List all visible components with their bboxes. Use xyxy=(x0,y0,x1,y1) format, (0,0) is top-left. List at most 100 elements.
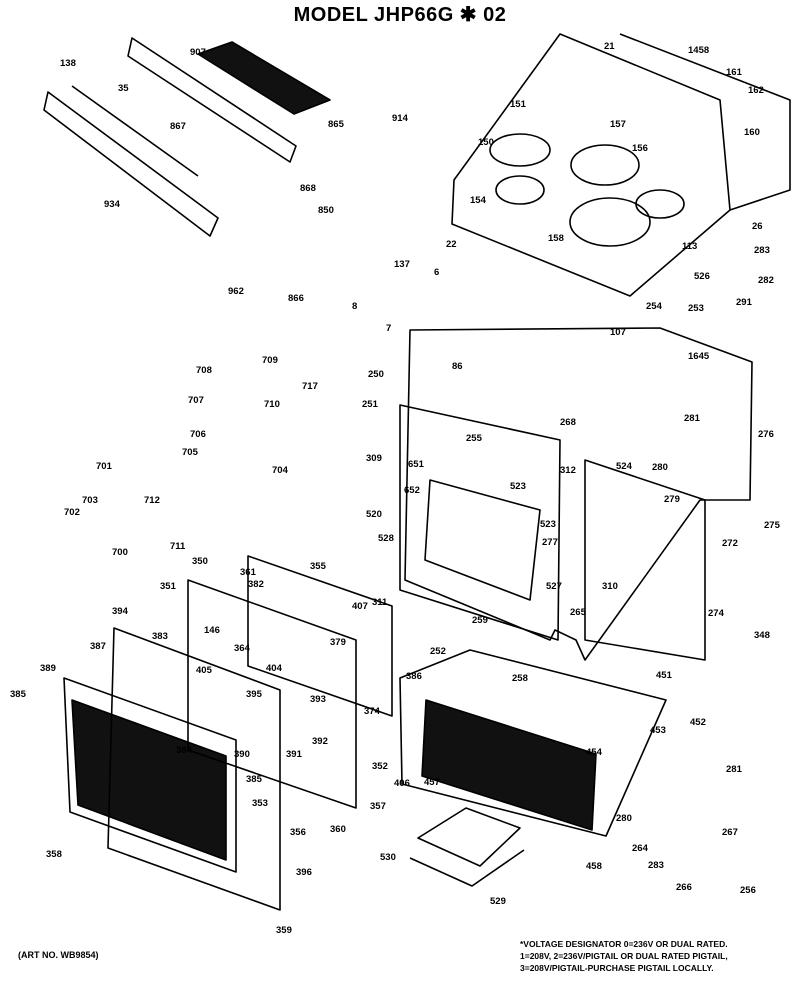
voltage-note: *VOLTAGE DESIGNATOR 0=236V OR DUAL RATED… xyxy=(520,938,796,974)
part-number-label: 283 xyxy=(754,245,770,256)
part-number-label: 280 xyxy=(616,813,632,824)
part-number-label: 35 xyxy=(118,83,129,94)
part-number-label: 26 xyxy=(752,221,763,232)
part-number-label: 382 xyxy=(248,579,264,590)
part-number-label: 359 xyxy=(276,925,292,936)
part-number-label: 712 xyxy=(144,495,160,506)
part-number-label: 309 xyxy=(366,453,382,464)
part-number-label: 355 xyxy=(310,561,327,572)
broiler-pan-drawing xyxy=(409,807,525,887)
part-number-label: 157 xyxy=(610,119,626,130)
part-number-label: 389 xyxy=(40,663,56,674)
part-number-label: 276 xyxy=(758,429,774,440)
part-number-label: 162 xyxy=(748,85,764,96)
part-number-label: 272 xyxy=(722,538,738,549)
part-number-label: 255 xyxy=(466,433,483,444)
part-number-label: 385 xyxy=(246,774,263,785)
part-number-label: 22 xyxy=(446,239,457,250)
part-number-label: 709 xyxy=(262,355,278,366)
cooktop-drawing xyxy=(451,33,791,297)
part-number-label: 353 xyxy=(252,798,268,809)
part-number-label: 406 xyxy=(394,778,410,789)
part-number-label: 703 xyxy=(82,495,98,506)
part-number-label: 356 xyxy=(290,827,306,838)
part-number-label: 264 xyxy=(632,843,649,854)
oven-door-drawing xyxy=(63,555,393,911)
part-number-label: 526 xyxy=(694,271,710,282)
part-number-label: 383 xyxy=(152,631,168,642)
part-number-label: 146 xyxy=(204,625,220,636)
part-number-label: 279 xyxy=(664,494,680,505)
part-number-label: 707 xyxy=(188,395,204,406)
part-number-label: 8 xyxy=(352,301,357,312)
part-number-label: 265 xyxy=(570,607,587,618)
part-number-label: 311 xyxy=(372,597,388,608)
part-number-label: 868 xyxy=(300,183,316,194)
part-number-label: 107 xyxy=(610,327,626,338)
part-number-label: 453 xyxy=(650,725,666,736)
part-number-label: 282 xyxy=(758,275,774,286)
part-number-label: 1458 xyxy=(688,45,709,56)
part-number-label: 256 xyxy=(740,885,756,896)
part-number-label: 361 xyxy=(240,567,257,578)
part-number-label: 528 xyxy=(378,533,394,544)
part-number-label: 934 xyxy=(104,199,121,210)
part-number-label: 523 xyxy=(540,519,556,530)
part-number-label: 310 xyxy=(602,581,618,592)
part-number-label: 385 xyxy=(10,689,27,700)
part-number-label: 312 xyxy=(560,465,576,476)
part-number-label: 706 xyxy=(190,429,206,440)
part-number-label: 454 xyxy=(586,747,603,758)
part-number-label: 458 xyxy=(586,861,602,872)
part-number-label: 527 xyxy=(546,581,562,592)
part-number-label: 281 xyxy=(684,413,701,424)
part-number-label: 717 xyxy=(302,381,318,392)
part-number-label: 407 xyxy=(352,601,368,612)
part-number-label: 391 xyxy=(286,749,303,760)
part-number-label: 387 xyxy=(90,641,106,652)
part-number-label: 700 xyxy=(112,547,128,558)
part-number-label: 379 xyxy=(330,637,346,648)
part-number-label: 251 xyxy=(362,399,379,410)
part-number-label: 405 xyxy=(196,665,213,676)
part-number-label: 277 xyxy=(542,537,558,548)
part-number-label: 701 xyxy=(96,461,113,472)
part-number-label: 266 xyxy=(676,882,692,893)
part-number-label: 267 xyxy=(722,827,738,838)
part-number-label: 360 xyxy=(330,824,346,835)
part-number-label: 710 xyxy=(264,399,280,410)
part-number-label: 274 xyxy=(708,608,725,619)
part-number-label: 138 xyxy=(60,58,76,69)
part-number-label: 280 xyxy=(652,462,668,473)
part-number-label: 151 xyxy=(510,99,527,110)
part-number-label: 7 xyxy=(386,323,391,334)
part-number-label: 374 xyxy=(364,706,381,717)
part-number-label: 160 xyxy=(744,127,760,138)
part-number-label: 530 xyxy=(380,852,396,863)
part-number-label: 529 xyxy=(490,896,506,907)
voltage-note-line: *VOLTAGE DESIGNATOR 0=236V OR DUAL RATED… xyxy=(520,939,728,949)
part-number-label: 451 xyxy=(656,670,673,681)
part-number-label: 358 xyxy=(46,849,62,860)
part-number-label: 523 xyxy=(510,481,526,492)
part-number-label: 396 xyxy=(296,867,312,878)
part-number-label: 161 xyxy=(726,67,743,78)
vent-grille-drawing xyxy=(197,41,331,115)
part-number-label: 259 xyxy=(472,615,488,626)
part-number-label: 352 xyxy=(372,761,388,772)
rear-vent-panel-drawing xyxy=(43,37,297,237)
part-number-label: 390 xyxy=(234,749,250,760)
part-number-label: 702 xyxy=(64,507,80,518)
part-number-label: 520 xyxy=(366,509,382,520)
oven-body-drawing xyxy=(399,327,753,661)
storage-drawer-drawing xyxy=(399,649,667,837)
part-number-label: 865 xyxy=(328,119,345,130)
part-number-label: 348 xyxy=(754,630,770,641)
part-number-label: 704 xyxy=(272,465,289,476)
part-number-label: 866 xyxy=(288,293,304,304)
part-number-label: 150 xyxy=(478,137,494,148)
part-number-label: 252 xyxy=(430,646,446,657)
part-number-label: 283 xyxy=(648,860,664,871)
part-number-label: 386 xyxy=(406,671,422,682)
